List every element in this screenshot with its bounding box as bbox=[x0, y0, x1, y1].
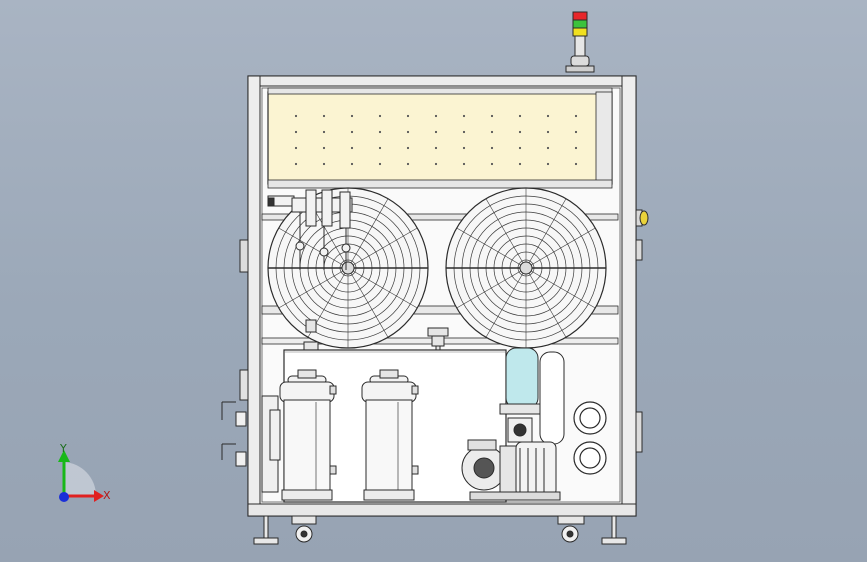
side-warning-button bbox=[635, 209, 649, 227]
port-upper bbox=[573, 401, 607, 435]
condenser-panel bbox=[267, 87, 613, 189]
port-lower bbox=[573, 441, 607, 475]
fan-guard-right bbox=[445, 187, 607, 349]
casters bbox=[291, 515, 585, 543]
evaporator-right bbox=[361, 369, 419, 501]
panel-dot-grid bbox=[294, 114, 578, 166]
axis-x-label: X bbox=[103, 489, 111, 502]
expansion-tank bbox=[499, 347, 565, 445]
middle-rail bbox=[261, 305, 619, 315]
signal-light-red bbox=[572, 11, 588, 21]
pipe-fittings bbox=[303, 319, 449, 357]
round-ports bbox=[573, 401, 607, 475]
signal-tower bbox=[565, 11, 595, 73]
leveling-feet bbox=[253, 515, 627, 545]
evaporator-left bbox=[279, 369, 337, 501]
left-terminal-box bbox=[221, 395, 281, 493]
pump-motor bbox=[461, 417, 561, 501]
upper-rail bbox=[261, 213, 619, 221]
signal-light-yellow bbox=[572, 27, 588, 37]
signal-light-green bbox=[572, 19, 588, 29]
axis-y-label: Y bbox=[59, 442, 67, 455]
axis-triad: Y X bbox=[58, 442, 111, 502]
valve-manifold bbox=[267, 189, 353, 270]
